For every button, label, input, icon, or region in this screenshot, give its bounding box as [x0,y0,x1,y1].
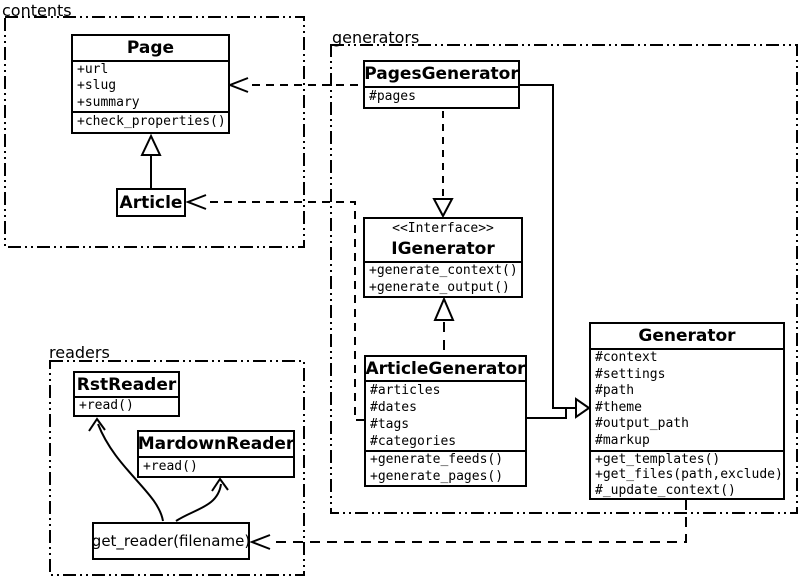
generators-package-border [330,44,798,514]
class-mardownreader-methods: +read() [139,456,293,476]
contents-package-border [4,16,305,248]
articlegenerator-article-dependency-line [208,201,364,421]
page-method: +check_properties() [77,114,226,129]
articlegenerator-attribute: #dates [370,400,417,415]
class-pagesgenerator-title: PagesGenerator [364,64,519,84]
generator-attribute: #output_path [595,416,689,432]
class-articlegenerator: ArticleGenerator #articles #dates #tags … [364,355,527,487]
class-pagesgenerator-attributes: #pages [365,86,518,107]
class-articlegenerator-methods: +generate_feeds() +generate_pages() [366,450,525,485]
pagesgenerator-attribute: #pages [369,89,416,104]
class-rstreader-methods: +read() [75,396,178,415]
hollow-triangle-icon [433,296,455,321]
page-attribute: +summary [77,94,140,110]
open-arrowhead-icon [227,77,249,93]
igenerator-method: +generate_output() [369,279,510,295]
getreader-rstreader-arrow-line [97,423,164,522]
class-mardownreader-title: MardownReader [137,434,295,454]
class-igenerator: <<Interface>> IGenerator +generate_conte… [363,217,523,298]
getreader-mardownreader-arrow-line [175,483,222,522]
generator-method: +get_files(path,exclude) [595,467,783,483]
arrowhead-icon [88,417,106,432]
rstreader-method: +read() [79,398,134,413]
articlegenerator-method: +generate_pages() [370,468,504,484]
open-arrowhead-icon [185,194,207,210]
generator-method: +get_templates() [595,452,721,467]
generator-attribute: #path [595,383,635,399]
class-articlegenerator-attributes: #articles #dates #tags #categories [366,380,525,450]
class-pagesgenerator: PagesGenerator #pages [363,60,520,109]
articlegenerator-attribute: #tags [370,417,410,432]
class-article-title: Article [119,192,183,213]
class-article: Article [116,188,186,217]
articlegenerator-attribute: #categories [370,434,457,449]
page-attribute: +url [77,62,109,77]
class-articlegenerator-title: ArticleGenerator [365,358,526,379]
igenerator-method: +generate_context() [369,263,518,278]
get-reader-box: get_reader(filename) [92,522,250,560]
class-generator-methods: +get_templates() +get_files(path,exclude… [591,450,783,498]
class-page-methods: +check_properties() [73,111,228,132]
arrowhead-icon [211,477,229,492]
generator-attribute: #markup [595,432,650,448]
page-attribute: +slug [77,78,117,94]
readers-package-border [49,360,305,576]
hollow-triangle-icon [140,133,162,156]
generators-package-label: generators [332,28,420,47]
class-page-attributes: +url +slug +summary [73,60,228,111]
articlegenerator-generator-generalization-line [527,409,567,419]
articlegenerator-method: +generate_feeds() [370,452,504,467]
igenerator-stereotype: <<Interface>> [392,221,494,236]
class-rstreader: RstReader +read() [73,371,180,417]
class-mardownreader: MardownReader +read() [137,430,295,478]
class-igenerator-title: IGenerator [391,239,495,259]
generator-attribute: #settings [595,366,666,382]
class-generator: Generator #context #settings #path #them… [589,322,785,500]
class-generator-attributes: #context #settings #path #theme #output_… [591,348,783,450]
class-generator-title: Generator [638,326,736,346]
pagesgenerator-generator-generalization-line [520,84,577,409]
articlegenerator-attribute: #articles [370,383,441,398]
class-page: Page +url +slug +summary +check_properti… [71,34,230,134]
hollow-triangle-icon [575,397,591,419]
mardownreader-method: +read() [143,459,198,474]
class-igenerator-methods: +generate_context() +generate_output() [365,261,521,296]
class-igenerator-header: <<Interface>> IGenerator [365,219,521,261]
generator-getreader-dependency-line [272,500,687,543]
readers-package-label: readers [49,343,110,362]
generator-attribute: #theme [595,399,642,415]
class-rstreader-title: RstReader [76,374,177,395]
contents-package-label: contents [2,1,72,20]
hollow-triangle-icon [432,198,454,219]
generator-attribute: #context [595,350,658,365]
generator-method: #_update_context() [595,482,736,498]
open-arrowhead-icon [249,534,271,550]
class-page-title: Page [126,38,175,58]
